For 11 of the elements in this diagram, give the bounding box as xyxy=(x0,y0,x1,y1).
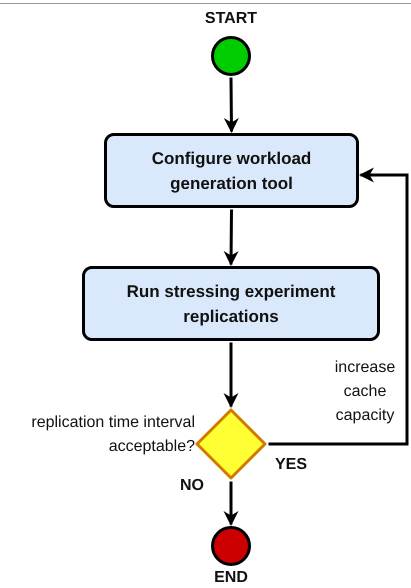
arrow xyxy=(224,77,239,133)
arrow xyxy=(224,482,238,526)
terminal-label: END xyxy=(213,568,249,588)
process-box: Configure workload generation tool xyxy=(104,133,359,208)
note-text: increase cache capacity xyxy=(334,358,396,426)
arrow xyxy=(224,209,239,266)
arrow xyxy=(224,342,238,408)
terminal-label: START xyxy=(204,9,258,29)
process-box: Run stressing experiment replications xyxy=(82,266,380,341)
arrow xyxy=(268,168,408,446)
decision-question: replication time interval acceptable? xyxy=(30,413,195,457)
